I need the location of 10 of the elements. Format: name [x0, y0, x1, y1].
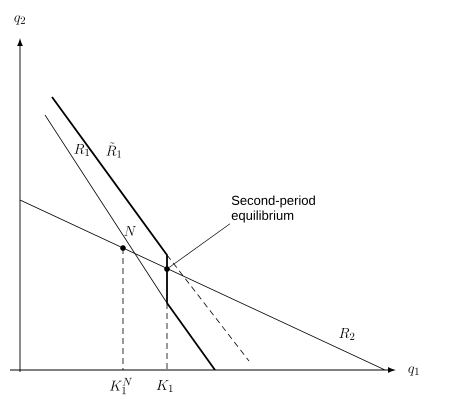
axis-label: $q_1$	[408, 366, 419, 376]
tick-label: $K_1^N$	[110, 378, 132, 394]
leader-line	[169, 223, 230, 268]
label-text: Second-period equilibrium	[232, 195, 315, 223]
axis-label: $q_2$	[14, 15, 26, 24]
point-label: $N$	[124, 226, 136, 236]
line-label: $\tilde{R}_1$	[106, 142, 121, 158]
tick-label: $K_1$	[156, 380, 173, 392]
line-label: $R_1$	[74, 144, 89, 156]
line-label: $R_2$	[339, 328, 354, 340]
